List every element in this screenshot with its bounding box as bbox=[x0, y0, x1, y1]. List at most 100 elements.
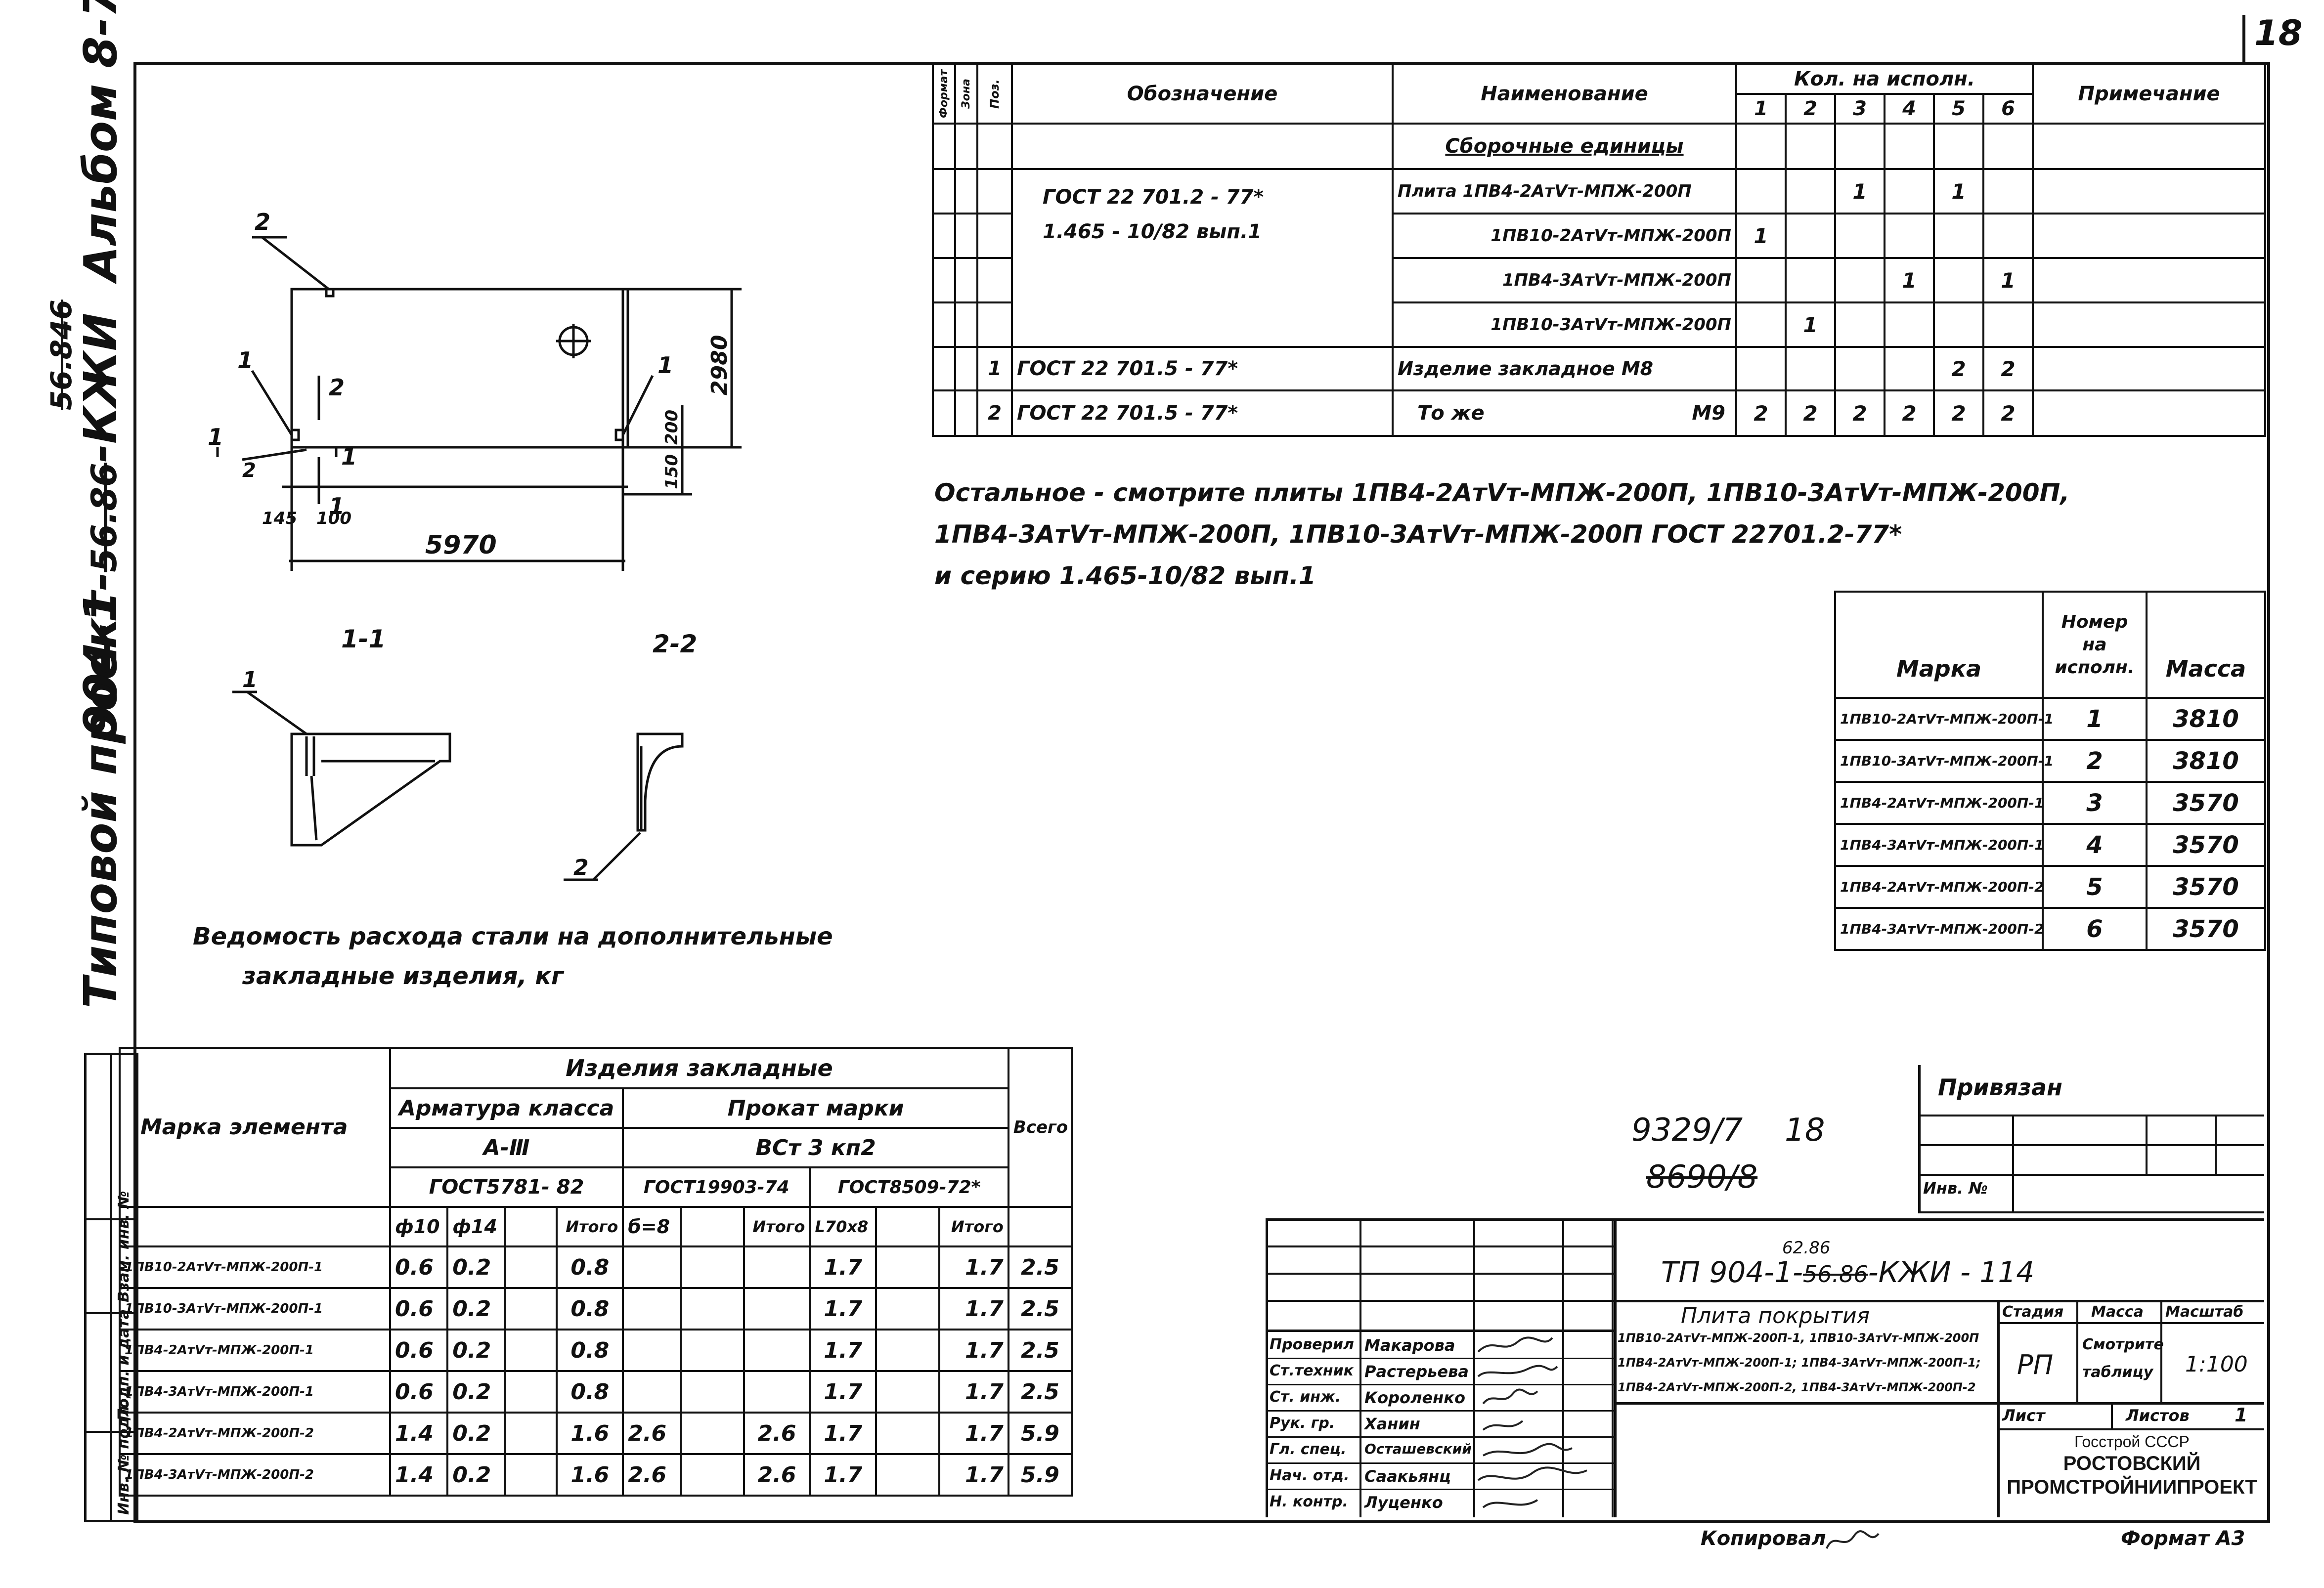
mass-h-num: Номер на исполн. bbox=[2042, 591, 2148, 699]
sections-drawing: 1-1 2-2 1 2 bbox=[232, 625, 697, 881]
steel-row: 1ПВ4-3АтⅤт-МПЖ-200П-2 1.4 0.2 1.6 2.6 2.… bbox=[119, 1453, 1073, 1497]
tb-stage-label: Стадия bbox=[2002, 1303, 2064, 1321]
mass-row-3-num: 3 bbox=[2042, 781, 2148, 825]
bottom-copied-signature bbox=[1826, 1530, 1880, 1549]
tb-role-5: Гл. спец. bbox=[1270, 1441, 1347, 1458]
spec-qty-col-6: 6 bbox=[1982, 93, 2034, 125]
steel-row: 1ПВ10-2АтⅤт-МПЖ-200П-1 0.6 0.2 0.8 1.7 1… bbox=[119, 1245, 1073, 1289]
spec-row-5-q2 bbox=[1785, 346, 1836, 391]
steel-row-3-v3 bbox=[504, 1329, 558, 1372]
mass-h-mass: Масса bbox=[2146, 591, 2266, 699]
leader-1-right bbox=[621, 375, 654, 436]
steel-row-1-v5 bbox=[622, 1245, 682, 1289]
steel-row-1-v8: 1.7 bbox=[809, 1245, 877, 1289]
plan-cut-2-bot: 1 bbox=[329, 493, 345, 519]
steel-row-5-v8: 1.7 bbox=[809, 1412, 877, 1455]
spec-row-6-q1: 2 bbox=[1735, 389, 1787, 437]
tb-role-4: Рук. гр. bbox=[1270, 1415, 1335, 1432]
steel-row-4-v5 bbox=[622, 1370, 682, 1414]
steel-row-2-v4: 0.8 bbox=[556, 1287, 624, 1330]
binding-vline-2 bbox=[2146, 1115, 2148, 1174]
steel-row-2-v8: 1.7 bbox=[809, 1287, 877, 1330]
mass-row-2-num: 2 bbox=[2042, 739, 2148, 783]
embed-left bbox=[290, 429, 300, 441]
steel-row-4-v10: 1.7 bbox=[938, 1370, 1009, 1414]
tb-row-line-3 bbox=[1266, 1300, 1614, 1302]
note-line-3: и серию 1.465-10/82 вып.1 bbox=[934, 561, 1316, 590]
binding-block: Привязан Инв. № bbox=[1918, 1065, 2264, 1213]
steel-row: 1ПВ4-2АтⅤт-МПЖ-200П-1 0.6 0.2 0.8 1.7 1.… bbox=[119, 1329, 1073, 1372]
mass-row-6-mass: 3570 bbox=[2146, 907, 2266, 951]
steel-row-6-mark: 1ПВ4-3АтⅤт-МПЖ-200П-2 bbox=[119, 1453, 391, 1497]
section-1-1-label: 1-1 bbox=[341, 625, 386, 653]
steel-row-4-v3 bbox=[504, 1370, 558, 1414]
tb-org-2: Ростовский bbox=[2063, 1453, 2201, 1474]
mass-row-6-mark: 1ПВ4-3АтⅤт-МПЖ-200П-2 bbox=[1834, 907, 2044, 951]
steel-row: 1ПВ4-2АтⅤт-МПЖ-200П-2 1.4 0.2 1.6 2.6 2.… bbox=[119, 1412, 1073, 1455]
steel-row-3-v9 bbox=[875, 1329, 941, 1372]
steel-row-6-v5: 2.6 bbox=[622, 1453, 682, 1497]
tb-person-line-4 bbox=[1266, 1436, 1614, 1438]
mass-row-1-mark: 1ПВ10-2АтⅤт-МПЖ-200П-1 bbox=[1834, 697, 2054, 741]
side-code-prefix: 904-1- bbox=[74, 572, 127, 736]
steel-row-1-v6 bbox=[679, 1245, 745, 1289]
steel-h-rolled-grade: ВСт 3 кп2 bbox=[622, 1127, 1009, 1168]
steel-row-3-v8: 1.7 bbox=[809, 1329, 877, 1372]
tb-stage-vline bbox=[2076, 1300, 2078, 1402]
spec-row-3-q6: 1 bbox=[1982, 257, 2034, 303]
section-1-1-shape bbox=[290, 732, 451, 847]
spec-row-4-name: 1ПВ10-3АтⅤт-МПЖ-200П bbox=[1392, 301, 1737, 348]
spec-row-1-q2 bbox=[1785, 168, 1836, 215]
spec-row-5-designation: ГОСТ 22 701.5 - 77* bbox=[1011, 346, 1394, 391]
spec-qty-col-5: 5 bbox=[1933, 93, 1984, 125]
steel-row-4-v4: 0.8 bbox=[556, 1370, 624, 1414]
tb-signatures bbox=[1477, 1336, 1587, 1508]
steel-row-5-v4: 1.6 bbox=[556, 1412, 624, 1455]
spec-h-note: Примечание bbox=[2032, 63, 2267, 125]
spec-row-5-q3 bbox=[1834, 346, 1886, 391]
steel-row-4-total: 2.5 bbox=[1007, 1370, 1073, 1414]
spec-row-4-q3 bbox=[1834, 301, 1886, 348]
spec-row-1-name: Плита 1ПВ4-2АтⅤт-МПЖ-200П bbox=[1392, 168, 1737, 215]
plan-cut-1-right: 1 bbox=[341, 443, 357, 470]
spec-row-1-q6 bbox=[1982, 168, 2034, 215]
spec-row-1-q3: 1 bbox=[1834, 168, 1886, 215]
tb-row-line-4 bbox=[1266, 1330, 1614, 1332]
tb-name-5: Осташевский bbox=[1364, 1441, 1472, 1457]
note-text: Остальное - смотрите плиты 1ПВ4-2АтⅤт-МП… bbox=[934, 472, 2069, 597]
tb-people: Проверил Макарова Ст.техник Растерьева С… bbox=[1266, 1332, 1614, 1517]
steel-title-line-1: Ведомость расхода стали на дополнительны… bbox=[193, 923, 833, 950]
mass-row-1-mass: 3810 bbox=[2146, 697, 2266, 741]
tb-code-tail: -КЖИ - 114 bbox=[1868, 1255, 2035, 1289]
tb-mass-vline bbox=[2160, 1300, 2162, 1402]
steel-table: Марка элемента Изделия закладные Всего А… bbox=[119, 1047, 1073, 1497]
binding-vline-3 bbox=[2215, 1115, 2217, 1174]
steel-row-6-v4: 1.6 bbox=[556, 1453, 624, 1497]
tb-sheets: 1 bbox=[2235, 1404, 2248, 1426]
spec-row-6-q2: 2 bbox=[1785, 389, 1836, 437]
spec-row-3-q3 bbox=[1834, 257, 1886, 303]
steel-row: 1ПВ10-3АтⅤт-МПЖ-200П-1 0.6 0.2 0.8 1.7 1… bbox=[119, 1287, 1073, 1330]
tb-vline-1 bbox=[1359, 1218, 1361, 1517]
steel-row-3-total: 2.5 bbox=[1007, 1329, 1073, 1372]
steel-row-5-v10: 1.7 bbox=[938, 1412, 1009, 1455]
steel-h-rebar-class: А-Ⅲ bbox=[389, 1127, 624, 1168]
steel-row-2-v7 bbox=[743, 1287, 811, 1330]
tb-name-2: Растерьева bbox=[1364, 1362, 1469, 1381]
binding-inv: Инв. № bbox=[1923, 1179, 1988, 1198]
steel-row-5-mark: 1ПВ4-2АтⅤт-МПЖ-200П-2 bbox=[119, 1412, 391, 1455]
plan-label-2-top: 2 bbox=[255, 209, 270, 235]
spec-row-4-q6 bbox=[1982, 301, 2034, 348]
plan-label-2-bottom: 2 bbox=[242, 459, 256, 482]
tb-sheet-vline bbox=[2111, 1402, 2113, 1429]
tb-code-prefix: ТП 904-1- bbox=[1661, 1255, 1803, 1289]
spec-row-6-q3: 2 bbox=[1834, 389, 1886, 437]
steel-row-5-v1: 1.4 bbox=[389, 1412, 449, 1455]
mass-row-4-num: 4 bbox=[2042, 823, 2148, 867]
steel-row-4-v8: 1.7 bbox=[809, 1370, 877, 1414]
spec-table: Формат Зона Поз. Обозначение Наименовани… bbox=[932, 63, 2267, 437]
plan-label-1-right: 1 bbox=[658, 352, 673, 379]
side-code-above: 56.846 bbox=[44, 300, 78, 410]
plan-cut-1-left: 1 bbox=[208, 424, 223, 450]
